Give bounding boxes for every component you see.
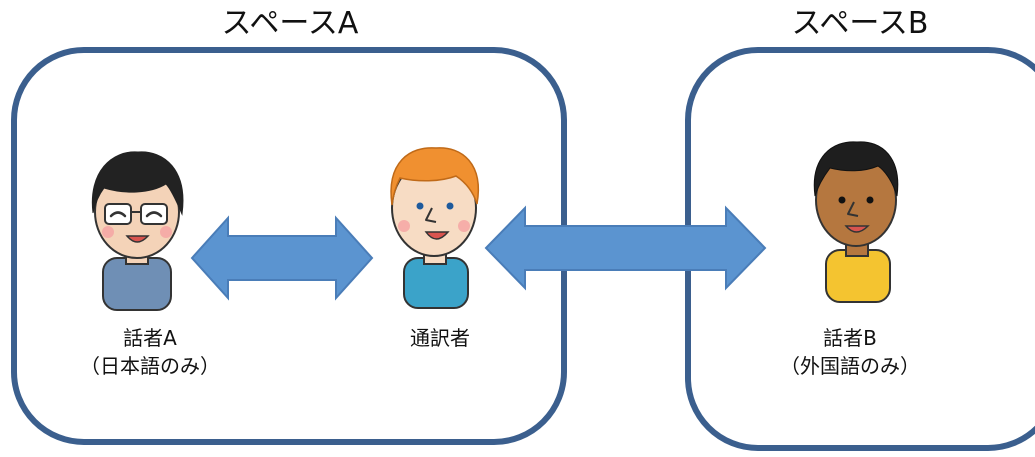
arrow-speaker-a-interpreter [190,215,374,301]
space-a-title: スペースA [221,6,359,41]
interpreter-label: 通訳者 [340,324,540,352]
speaker-b-name: 話者B [823,326,877,350]
speaker-a-name: 話者A [123,326,177,350]
interpreter-name: 通訳者 [410,326,470,350]
speaker-b-illustration [813,141,899,303]
space-b-title: スペースB [791,6,929,41]
speaker-b-language-note: （外国語のみ） [780,354,920,378]
interpreter-illustration [390,147,480,309]
speaker-a-illustration [91,151,184,311]
speaker-a-language-note: （日本語のみ） [80,354,220,378]
speaker-a-label: 話者A （日本語のみ） [40,324,260,380]
arrow-interpreter-speaker-b [484,205,767,291]
speaker-b-label: 話者B （外国語のみ） [740,324,960,380]
